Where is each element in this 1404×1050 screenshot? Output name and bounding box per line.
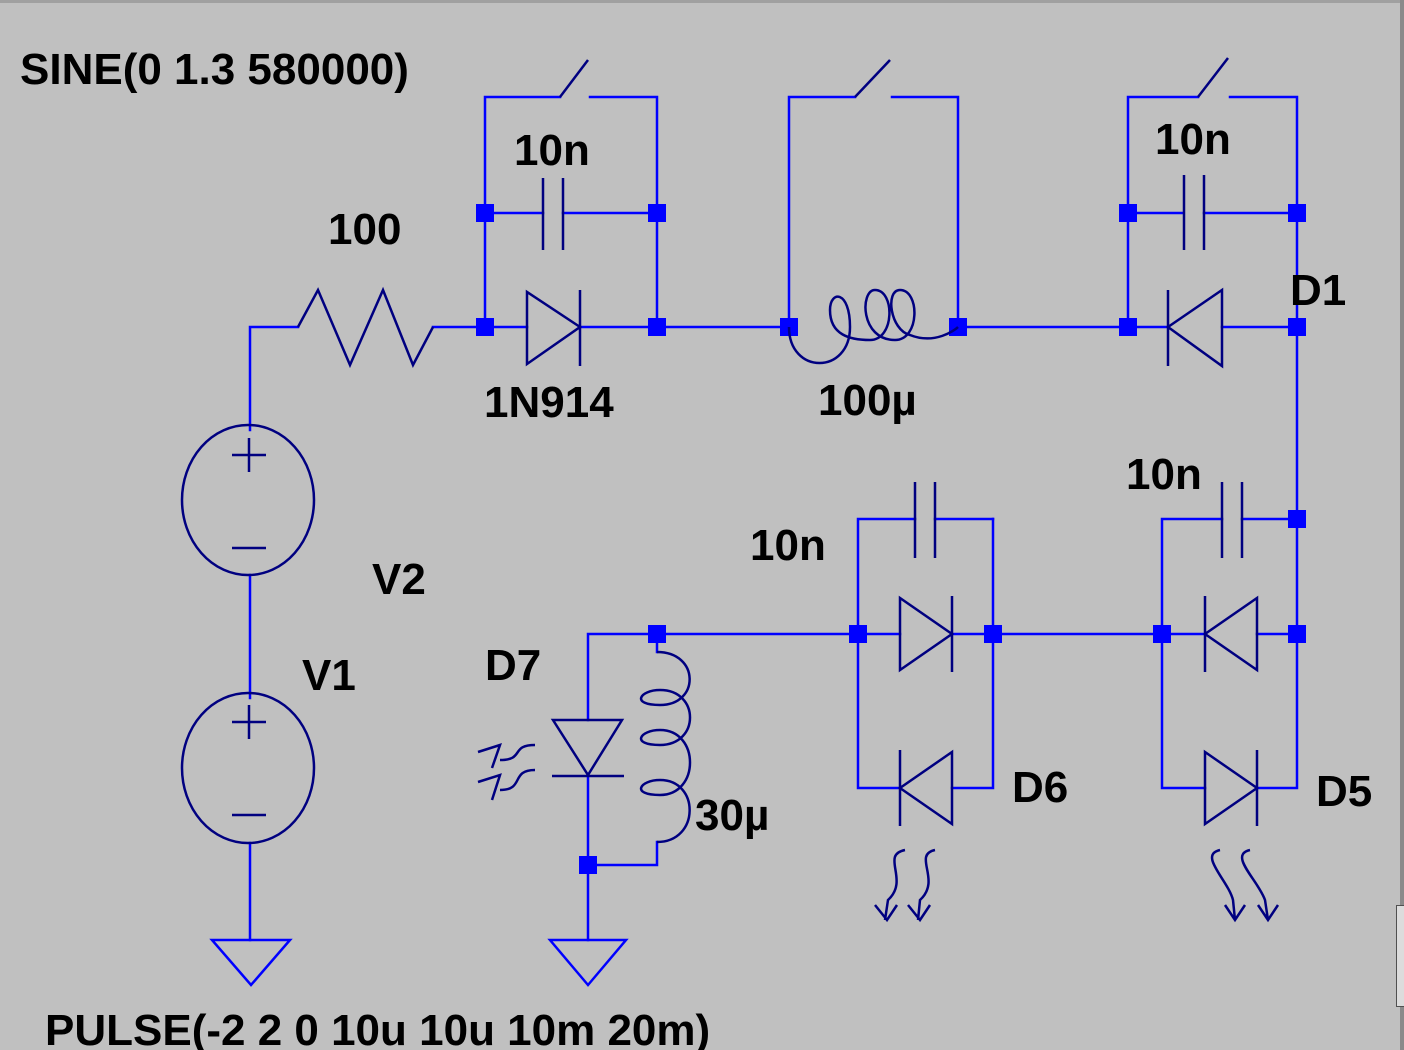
- capacitor-4-value: 10n: [1126, 450, 1202, 499]
- scroll-tab[interactable]: [1396, 905, 1404, 1007]
- resistor-symbol: [296, 286, 435, 369]
- wires: [248, 95, 1299, 942]
- junction: [849, 625, 867, 643]
- ground-symbols: [209, 938, 629, 987]
- diode-symbols: [525, 287, 1260, 827]
- junction: [1288, 204, 1306, 222]
- v1-label: V1: [302, 651, 356, 700]
- diode-d5-upper: [1202, 595, 1259, 673]
- diode-d6-label: D6: [1012, 763, 1068, 812]
- v1-spice-label: PULSE(-2 2 0 10u 10u 10m 20m): [45, 1006, 710, 1050]
- capacitor-3: [913, 482, 937, 558]
- led-arrow-icon: [907, 848, 936, 923]
- junction: [1288, 318, 1306, 336]
- inductor-30u: [639, 650, 692, 844]
- v2-spice-label: SINE(0 1.3 580000): [20, 45, 409, 94]
- capacitor-1: [541, 178, 565, 250]
- diode-d5-label: D5: [1316, 767, 1372, 816]
- inductor-100u-value: 100µ: [818, 376, 917, 425]
- led-arrow-icon: [1210, 848, 1247, 923]
- ground-icon: [209, 938, 293, 987]
- capacitor-symbols: [541, 175, 1244, 558]
- inductor-symbols: [639, 288, 959, 844]
- plus-icon: [232, 438, 266, 472]
- capacitor-2-value: 10n: [1155, 115, 1231, 164]
- voltage-source-v2: [180, 423, 316, 577]
- junction: [1119, 204, 1137, 222]
- led-arrow-icon: [874, 848, 906, 923]
- ground-icon: [547, 938, 629, 987]
- window-right-edge: [1400, 0, 1404, 1050]
- diode-d6: [897, 749, 954, 827]
- junction: [648, 204, 666, 222]
- resistor-value: 100: [328, 205, 401, 254]
- led-arrow-icon: [1240, 848, 1280, 923]
- diode-1n914: [525, 289, 583, 367]
- switch-2: [854, 59, 891, 98]
- junction: [1153, 625, 1171, 643]
- junction: [476, 204, 494, 222]
- diode-d5: [1203, 749, 1260, 827]
- led-arrow-icon: [477, 768, 536, 801]
- diode-d7-label: D7: [485, 641, 541, 690]
- capacitor-2: [1182, 175, 1206, 250]
- diode-d1-label: D1: [1290, 266, 1346, 315]
- switch-3: [1197, 57, 1229, 98]
- diode-d7: [550, 718, 625, 778]
- junction: [1119, 318, 1137, 336]
- voltage-source-v1: [180, 691, 316, 845]
- diode-1n914-label: 1N914: [484, 378, 614, 427]
- capacitor-1-value: 10n: [514, 126, 590, 175]
- junctions: [476, 204, 1306, 874]
- led-arrow-icon: [477, 743, 536, 769]
- inductor-100u: [787, 288, 959, 365]
- junction: [1288, 510, 1306, 528]
- junction: [648, 318, 666, 336]
- plus-icon: [232, 705, 266, 739]
- junction: [476, 318, 494, 336]
- junction: [579, 856, 597, 874]
- v2-label: V2: [372, 555, 426, 604]
- window-top-edge: [0, 0, 1404, 3]
- switch-1: [559, 59, 589, 98]
- switches: [559, 57, 1229, 98]
- led-emission-icons: [477, 743, 1280, 923]
- labels: SINE(0 1.3 580000) PULSE(-2 2 0 10u 10u …: [20, 45, 1372, 1050]
- diode-d6-upper: [898, 595, 955, 673]
- junction: [648, 625, 666, 643]
- inductor-30u-value: 30µ: [695, 791, 769, 840]
- capacitor-4: [1220, 482, 1244, 558]
- capacitor-3-value: 10n: [750, 521, 826, 570]
- junction: [984, 625, 1002, 643]
- junction: [1288, 625, 1306, 643]
- diode-d1: [1165, 287, 1224, 369]
